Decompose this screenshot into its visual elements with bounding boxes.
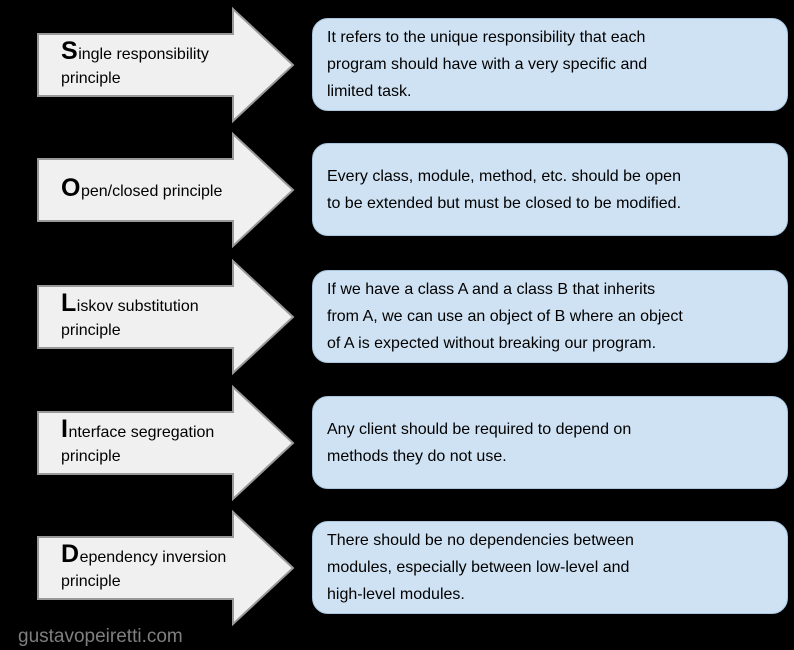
principle-name-line2: principle <box>61 448 121 465</box>
right-arrow-icon <box>37 258 295 376</box>
principle-name-line2: principle <box>61 70 121 87</box>
description-box: If we have a class A and a class B that … <box>312 270 788 363</box>
watermark: gustavopeiretti.com <box>18 626 183 647</box>
principle-row-interface-segregation: Interface segregation principle Any clie… <box>0 380 794 506</box>
description-text: Any client should be required to depend … <box>327 420 632 465</box>
principle-name-line1: Dependency inversion <box>61 542 233 570</box>
description-text: If we have a class A and a class B that … <box>327 281 683 352</box>
principle-rest: ependency inversion <box>79 549 227 566</box>
principle-rest: nterface segregation <box>68 424 215 441</box>
description-box: Any client should be required to depend … <box>312 396 788 489</box>
right-arrow-icon <box>37 6 295 124</box>
principle-initial: I <box>61 415 69 443</box>
description-box: There should be no dependencies between … <box>312 521 788 614</box>
principle-label: Interface segregation principle <box>38 412 233 474</box>
description-box: It refers to the unique responsibility t… <box>312 18 788 111</box>
description-text: Every class, module, method, etc. should… <box>327 167 682 212</box>
principle-row-liskov-substitution: Liskov substitution principle If we have… <box>0 254 794 380</box>
principle-row-open-closed: Open/closed principle Every class, modul… <box>0 127 794 253</box>
principle-initial: O <box>61 174 81 202</box>
principle-rest: ingle responsibility <box>78 46 209 63</box>
principle-initial: D <box>61 540 80 568</box>
description-text: There should be no dependencies between … <box>327 532 634 603</box>
principle-name-line1: Open/closed principle <box>61 176 233 204</box>
principle-name-line2: principle <box>61 322 121 339</box>
principle-initial: L <box>61 289 77 317</box>
right-arrow-icon <box>37 509 295 627</box>
principle-name-line1: Interface segregation <box>61 417 233 445</box>
principle-initial: S <box>61 37 79 65</box>
principle-rest: pen/closed principle <box>80 183 223 200</box>
principle-label: Dependency inversion principle <box>38 537 233 599</box>
principle-row-dependency-inversion: Dependency inversion principle There sho… <box>0 505 794 631</box>
principle-name-line1: Liskov substitution <box>61 291 233 319</box>
principle-name-line2: principle <box>61 573 121 590</box>
right-arrow-icon <box>37 384 295 502</box>
description-box: Every class, module, method, etc. should… <box>312 143 788 236</box>
principle-label: Single responsibility principle <box>38 34 233 96</box>
description-text: It refers to the unique responsibility t… <box>327 29 648 100</box>
principle-name-line1: Single responsibility <box>61 39 233 67</box>
principle-label: Liskov substitution principle <box>38 286 233 348</box>
principle-rest: iskov substitution <box>76 298 199 315</box>
principle-label: Open/closed principle <box>38 159 233 221</box>
right-arrow-icon <box>37 131 295 249</box>
principle-row-single-responsibility: Single responsibility principle It refer… <box>0 2 794 128</box>
